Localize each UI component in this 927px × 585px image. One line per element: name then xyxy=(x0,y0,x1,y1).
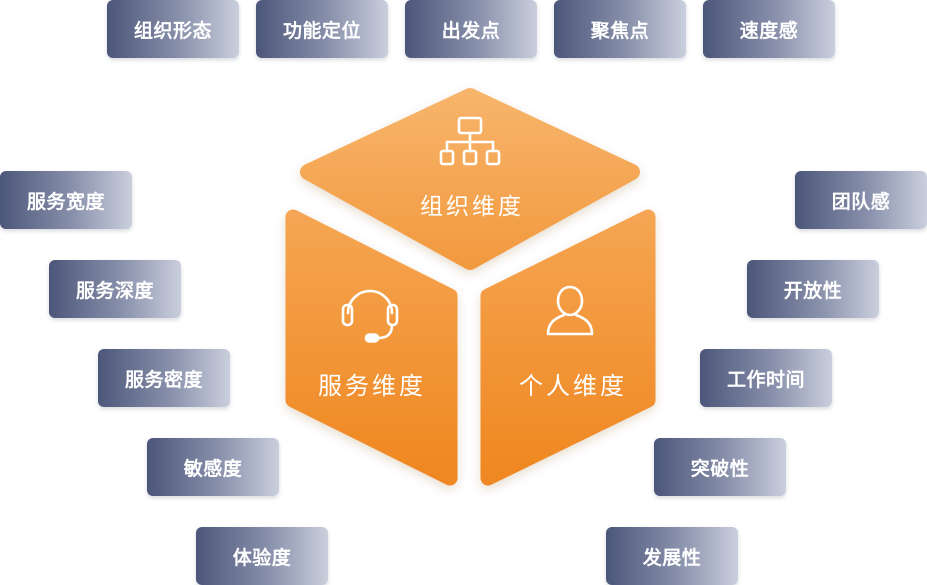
team-spirit-tag-label: 团队感 xyxy=(831,190,891,213)
starting-point-tag: 出发点 xyxy=(405,0,537,58)
personal-dimension-label: 个人维度 xyxy=(519,372,627,400)
function-positioning-tag-label: 功能定位 xyxy=(282,19,361,42)
headset-icon xyxy=(341,289,399,343)
breakthrough-tag-label: 突破性 xyxy=(690,457,750,480)
service-depth-tag: 服务深度 xyxy=(49,260,181,318)
cube-left-face: 服务维度 xyxy=(285,209,458,486)
cube-right-face: 个人维度 xyxy=(480,209,656,486)
person-icon xyxy=(546,285,594,336)
experience-tag-label: 体验度 xyxy=(232,546,292,569)
org-chart-icon xyxy=(439,116,501,166)
development-tag: 发展性 xyxy=(606,527,738,585)
focus-point-tag-label: 聚焦点 xyxy=(590,19,650,42)
focus-point-tag: 聚焦点 xyxy=(554,0,686,58)
working-hours-tag-label: 工作时间 xyxy=(726,368,805,391)
function-positioning-tag: 功能定位 xyxy=(256,0,388,58)
sense-of-speed-tag: 速度感 xyxy=(703,0,835,58)
working-hours-tag: 工作时间 xyxy=(700,349,832,407)
sensitivity-tag: 敏感度 xyxy=(147,438,279,496)
starting-point-tag-label: 出发点 xyxy=(441,19,501,42)
breakthrough-tag: 突破性 xyxy=(654,438,786,496)
team-spirit-tag: 团队感 xyxy=(795,171,927,229)
org-form-tag: 组织形态 xyxy=(107,0,239,58)
org-form-tag-label: 组织形态 xyxy=(133,19,212,42)
sensitivity-tag-label: 敏感度 xyxy=(183,457,243,480)
service-depth-tag-label: 服务深度 xyxy=(75,279,154,302)
development-tag-label: 发展性 xyxy=(642,546,702,569)
openness-tag-label: 开放性 xyxy=(783,279,843,302)
sense-of-speed-tag-label: 速度感 xyxy=(739,19,799,42)
experience-tag: 体验度 xyxy=(196,527,328,585)
service-density-tag: 服务密度 xyxy=(98,349,230,407)
service-density-tag-label: 服务密度 xyxy=(124,368,203,391)
openness-tag: 开放性 xyxy=(747,260,879,318)
org-dimension-label: 组织维度 xyxy=(420,194,524,220)
service-dimension-label: 服务维度 xyxy=(318,372,426,400)
service-breadth-tag-label: 服务宽度 xyxy=(26,190,105,213)
service-breadth-tag: 服务宽度 xyxy=(0,171,132,229)
cube-top-face: 组织维度 xyxy=(300,88,640,270)
